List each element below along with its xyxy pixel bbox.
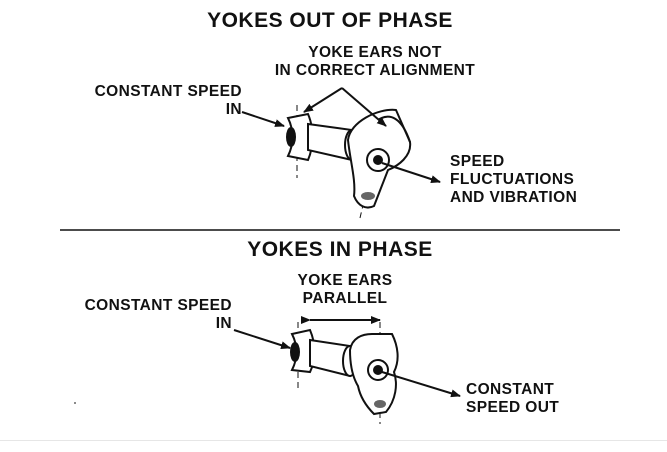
top-output-arrow — [381, 162, 441, 183]
bottom-input-line-1: CONSTANT SPEED — [84, 297, 232, 314]
top-shaft-assembly — [286, 105, 412, 219]
bottom-shaft-assembly — [290, 322, 399, 424]
top-misalign-label: YOKE EARS NOT IN CORRECT ALIGNMENT — [270, 44, 480, 80]
footer-rule — [0, 440, 667, 441]
top-output-line-1: SPEED — [450, 153, 505, 170]
bottom-output-line-1: CONSTANT — [466, 381, 555, 398]
bottom-arrows — [233, 316, 461, 398]
top-output-label: SPEED FLUCTUATIONS AND VIBRATION — [450, 153, 577, 206]
bottom-output-label: CONSTANT SPEED OUT — [466, 381, 559, 417]
top-misalign-line-1: YOKE EARS NOT — [308, 44, 442, 61]
top-input-line-2: IN — [225, 100, 242, 118]
bottom-input-arrow — [233, 329, 291, 350]
bottom-output-arrow — [381, 371, 461, 398]
top-misalign-arrow-right — [341, 87, 387, 127]
stray-dot — [74, 402, 76, 404]
top-output-line-3: AND VIBRATION — [450, 188, 578, 206]
bottom-parallel-line-1: YOKE EARS — [297, 272, 393, 289]
bottom-parallel-label: YOKE EARS PARALLEL — [290, 272, 400, 308]
top-input-arrow — [241, 111, 285, 127]
bottom-parallel-line-2: PARALLEL — [302, 289, 388, 307]
top-misalign-line-2: IN CORRECT ALIGNMENT — [274, 61, 476, 79]
top-input-line-1: CONSTANT SPEED — [94, 83, 242, 100]
top-arrows — [241, 87, 441, 183]
top-title: YOKES OUT OF PHASE — [207, 9, 453, 32]
top-output-line-2: FLUCTUATIONS — [450, 170, 575, 188]
bottom-output-line-2: SPEED OUT — [466, 398, 560, 416]
bottom-title: YOKES IN PHASE — [247, 238, 433, 261]
bottom-input-label: CONSTANT SPEED IN — [50, 297, 232, 333]
top-input-label: CONSTANT SPEED IN — [60, 83, 242, 119]
bottom-input-line-2: IN — [215, 314, 232, 332]
top-misalign-arrow-left — [303, 87, 343, 113]
